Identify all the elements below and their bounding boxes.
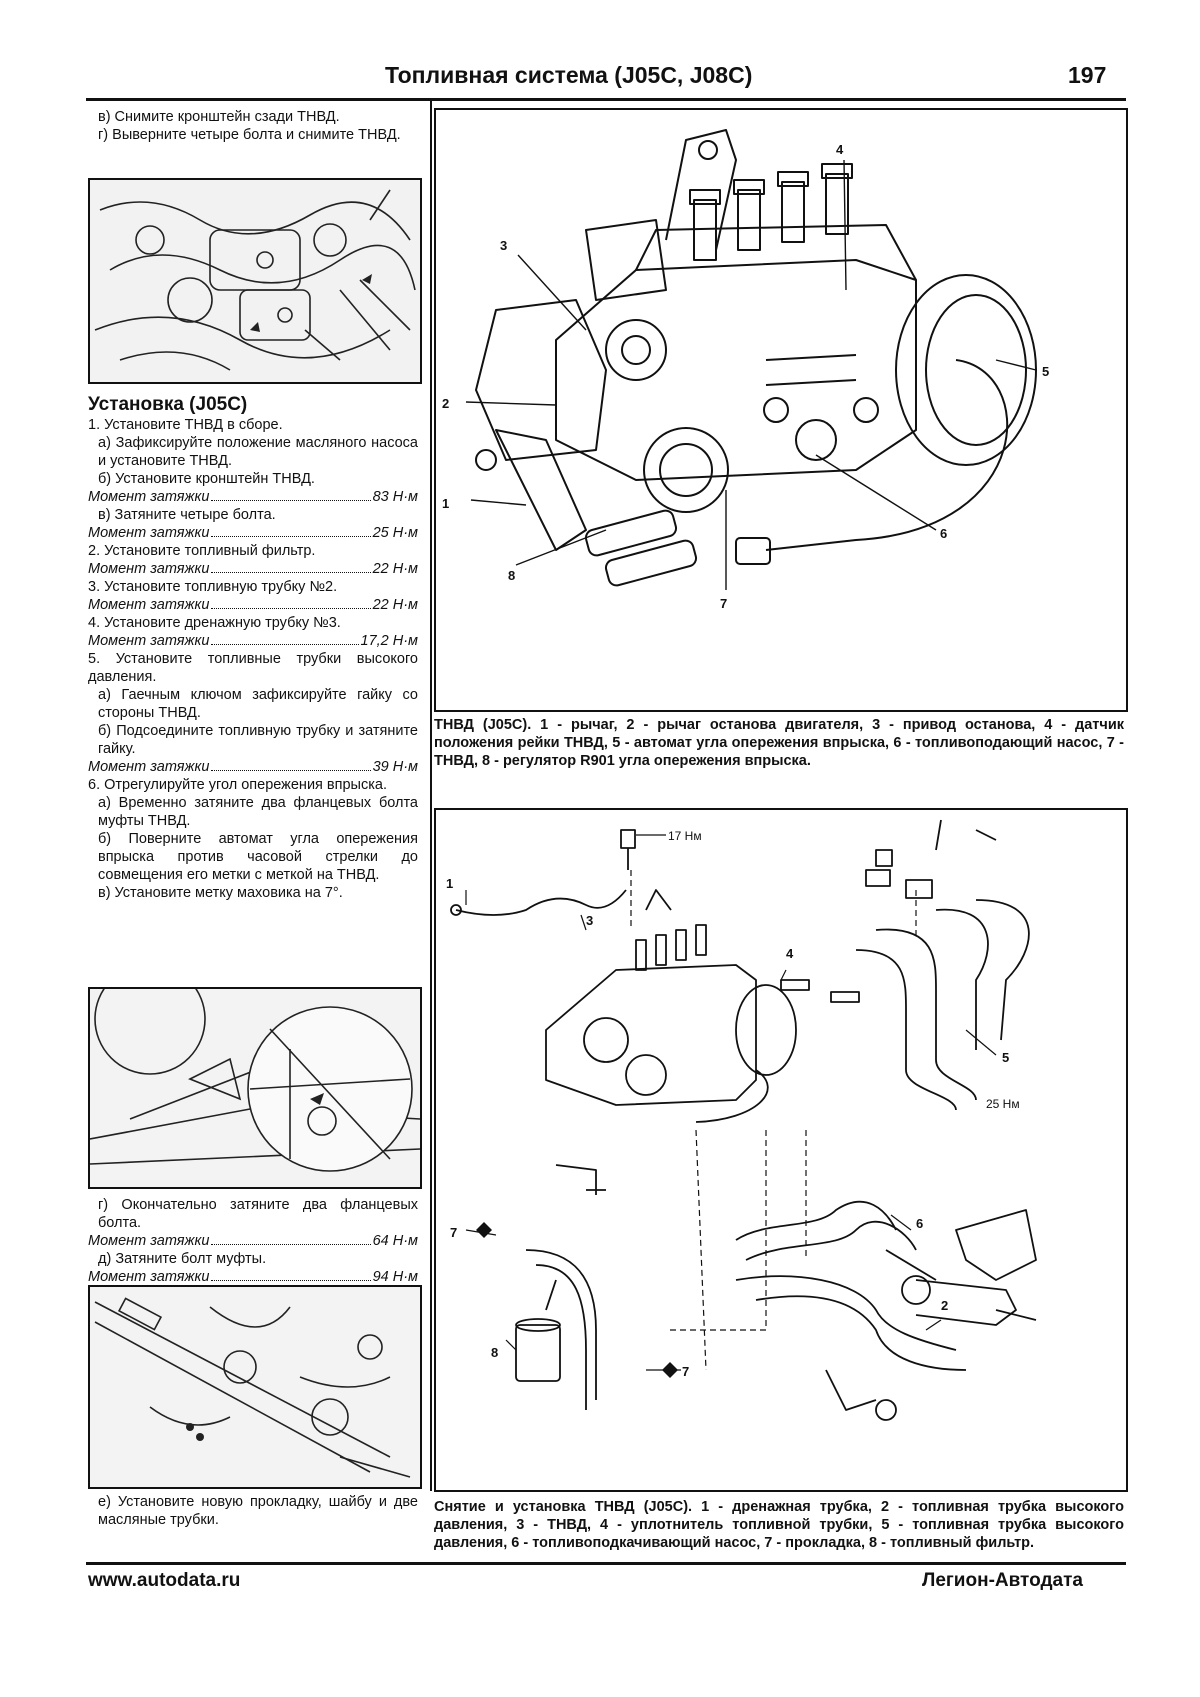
figure2-label-7a: 7: [450, 1225, 457, 1240]
figure2-label-3: 3: [586, 913, 593, 928]
step-6e: д) Затяните болт муфты.: [98, 1251, 267, 1267]
step-5a: а) Гаечным ключом зафиксируйте гайку со …: [98, 687, 418, 721]
page-number: 197: [1068, 62, 1107, 88]
figure1-label-3: 3: [500, 238, 507, 253]
figure1-label-6: 6: [940, 526, 947, 541]
install-steps: Установка (J05C) 1. Установите ТНВД в сб…: [88, 392, 418, 902]
figure2-label-4: 4: [786, 946, 794, 961]
photo-oil-pipes: [88, 1285, 422, 1489]
intro-text: в) Снимите кронштейн сзади ТНВД. г) Выве…: [88, 108, 418, 144]
figure2-label-5: 5: [1002, 1050, 1009, 1065]
final-steps: г) Окончательно затяните два фланцевых б…: [88, 1196, 418, 1286]
figure2-torque-25: 25 Нм: [986, 1097, 1020, 1111]
step-remove-bracket: в) Снимите кронштейн сзади ТНВД.: [98, 109, 340, 125]
install-heading: Установка (J05C): [88, 394, 248, 415]
step-1c: в) Затяните четыре болта.: [98, 507, 276, 523]
photo-pump-removal: [88, 178, 422, 384]
footer-divider: [86, 1562, 1126, 1565]
figure2-label-1: 1: [446, 876, 453, 891]
photo-pump-removal-drawing: [90, 180, 420, 382]
column-divider: [430, 101, 432, 1491]
footer-website: www.autodata.ru: [88, 1570, 241, 1591]
step-4: 4. Установите дренажную трубку №3.: [88, 615, 341, 631]
step-6c: в) Установите метку маховика на 7°.: [98, 885, 343, 901]
figure-pump-exploded-drawing: 1 2 3 4 5 6 7 7 8 17 Нм 25 Нм: [446, 819, 1037, 1421]
figure2-label-8: 8: [491, 1345, 498, 1360]
step-2: 2. Установите топливный фильтр.: [88, 543, 316, 559]
step-6b: б) Поверните автомат угла опережения впр…: [98, 831, 418, 883]
figure-pump-exploded: 1 2 3 4 5 6 7 7 8 17 Нм 25 Нм: [434, 808, 1128, 1492]
step-6: 6. Отрегулируйте угол опережения впрыска…: [88, 777, 387, 793]
step-1b: б) Установите кронштейн ТНВД.: [98, 471, 315, 487]
step-1a: а) Зафиксируйте положение масляного насо…: [98, 435, 418, 469]
photo-flywheel-mark-drawing: [90, 989, 420, 1187]
step-1: 1. Установите ТНВД в сборе.: [88, 417, 283, 433]
figure2-caption: Снятие и установка ТНВД (J05C). 1 - дрен…: [434, 1499, 1124, 1551]
photo-flywheel-mark: [88, 987, 422, 1189]
step-6d: г) Окончательно затяните два фланцевых б…: [98, 1197, 418, 1231]
figure2-label-2: 2: [941, 1298, 948, 1313]
step-6a: а) Временно затяните два фланцевых болта…: [98, 795, 418, 829]
step-remove-bolts: г) Выверните четыре болта и снимите ТНВД…: [98, 127, 401, 143]
step-5: 5. Установите топливные трубки высокого …: [88, 651, 418, 685]
figure1-label-5: 5: [1042, 364, 1049, 379]
photo-oil-pipes-drawing: [90, 1287, 420, 1487]
figure1-label-8: 8: [508, 568, 515, 583]
footer-publisher: Легион-Автодата: [922, 1570, 1083, 1591]
figure1-label-7: 7: [720, 596, 727, 611]
step-5b: б) Подсоедините топливную трубку и затян…: [98, 723, 418, 757]
figure1-label-4: 4: [836, 142, 844, 157]
figure1-label-1: 1: [442, 496, 449, 511]
last-step: е) Установите новую прокладку, шайбу и д…: [88, 1493, 418, 1529]
step-6f: е) Установите новую прокладку, шайбу и д…: [98, 1494, 418, 1528]
figure1-caption: ТНВД (J05C). 1 - рычаг, 2 - рычаг остано…: [434, 717, 1124, 769]
figure2-torque-17: 17 Нм: [668, 829, 702, 843]
figure-pump-assembly: 1 2 3 4 5 6 7 8: [434, 108, 1128, 712]
figure1-label-2: 2: [442, 396, 449, 411]
header-divider: [86, 98, 1126, 101]
figure2-label-6: 6: [916, 1216, 923, 1231]
page-header-title: Топливная система (J05C, J08C): [385, 62, 753, 88]
figure-pump-assembly-drawing: 1 2 3 4 5 6 7 8: [442, 129, 1049, 611]
figure2-label-7b: 7: [682, 1364, 689, 1379]
step-3: 3. Установите топливную трубку №2.: [88, 579, 338, 595]
